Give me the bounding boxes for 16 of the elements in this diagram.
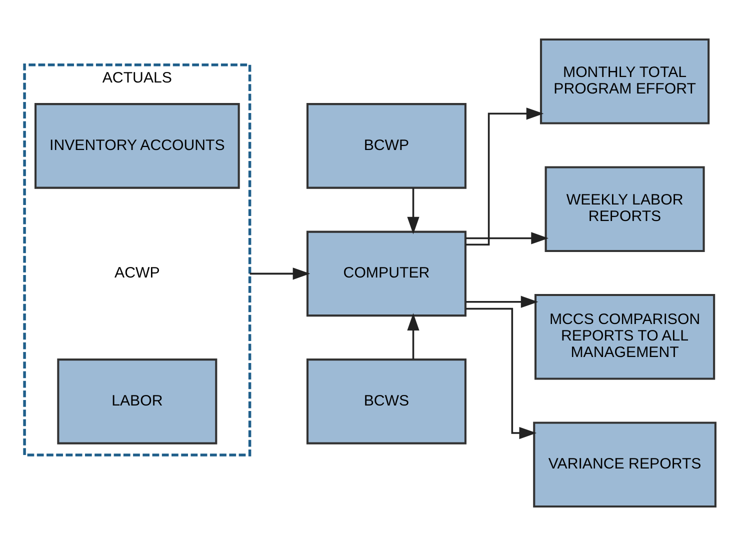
node-box: BCWS — [306, 358, 466, 444]
node-box: MCCS COMPARISON REPORTS TO ALL MANAGEMENT — [534, 294, 716, 380]
node-box: MONTHLY TOTAL PROGRAM EFFORT — [540, 38, 710, 124]
node-box: LABOR — [57, 358, 218, 444]
node-box: WEEKLY LABOR REPORTS — [544, 166, 705, 252]
arrow — [466, 296, 538, 308]
arrow — [407, 188, 420, 234]
arrow — [466, 108, 544, 246]
arrow — [466, 232, 548, 244]
node-box: BCWP — [306, 103, 466, 189]
arrow — [466, 308, 537, 440]
node-box: VARIANCE REPORTS — [533, 422, 716, 508]
node-box: INVENTORY ACCOUNTS — [34, 103, 240, 189]
arrow — [407, 313, 420, 360]
arrow — [250, 268, 310, 280]
node-box: COMPUTER — [306, 230, 466, 317]
